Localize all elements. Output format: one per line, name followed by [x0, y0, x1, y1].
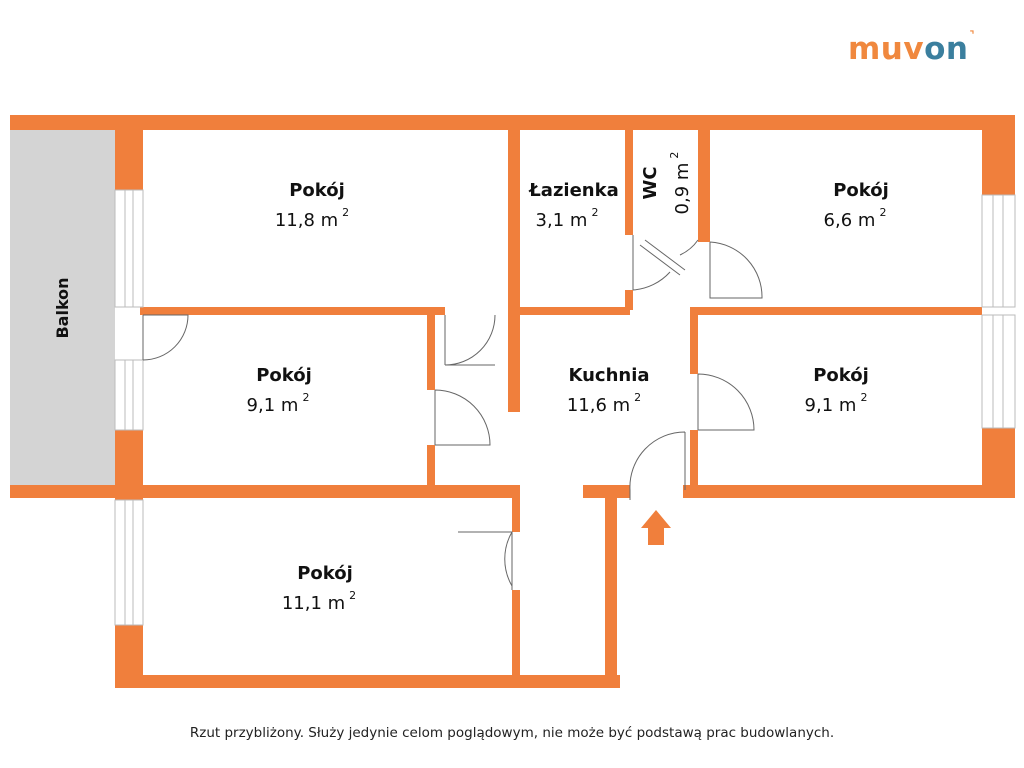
balcony-label: Balkon: [53, 277, 72, 338]
walls: [10, 115, 1015, 688]
room-pokoj-3-name: Pokój: [256, 365, 312, 386]
room-pokoj-5-name: Pokój: [297, 563, 353, 584]
room-wc-area: 0,9 m2: [668, 152, 693, 215]
logo-main-text: muv: [848, 31, 925, 67]
brand-logo: muvon˺: [848, 28, 976, 67]
room-lazienka-name: Łazienka: [528, 180, 619, 201]
entrance-arrow-icon: [641, 510, 671, 545]
balcony-area: [10, 130, 115, 485]
windows: [114, 189, 1016, 626]
logo-accent-text: on: [924, 31, 969, 67]
disclaimer-text: Rzut przybliżony. Służy jedynie celom po…: [189, 725, 835, 741]
room-wc-name: WC: [640, 166, 661, 199]
logo-mark-icon: ˺: [968, 26, 976, 50]
doors: [142, 235, 763, 590]
room-pokoj-4-name: Pokój: [813, 365, 869, 386]
room-kuchnia-name: Kuchnia: [568, 365, 649, 386]
room-pokoj-2-name: Pokój: [833, 180, 889, 201]
room-pokoj-1-name: Pokój: [289, 180, 345, 201]
